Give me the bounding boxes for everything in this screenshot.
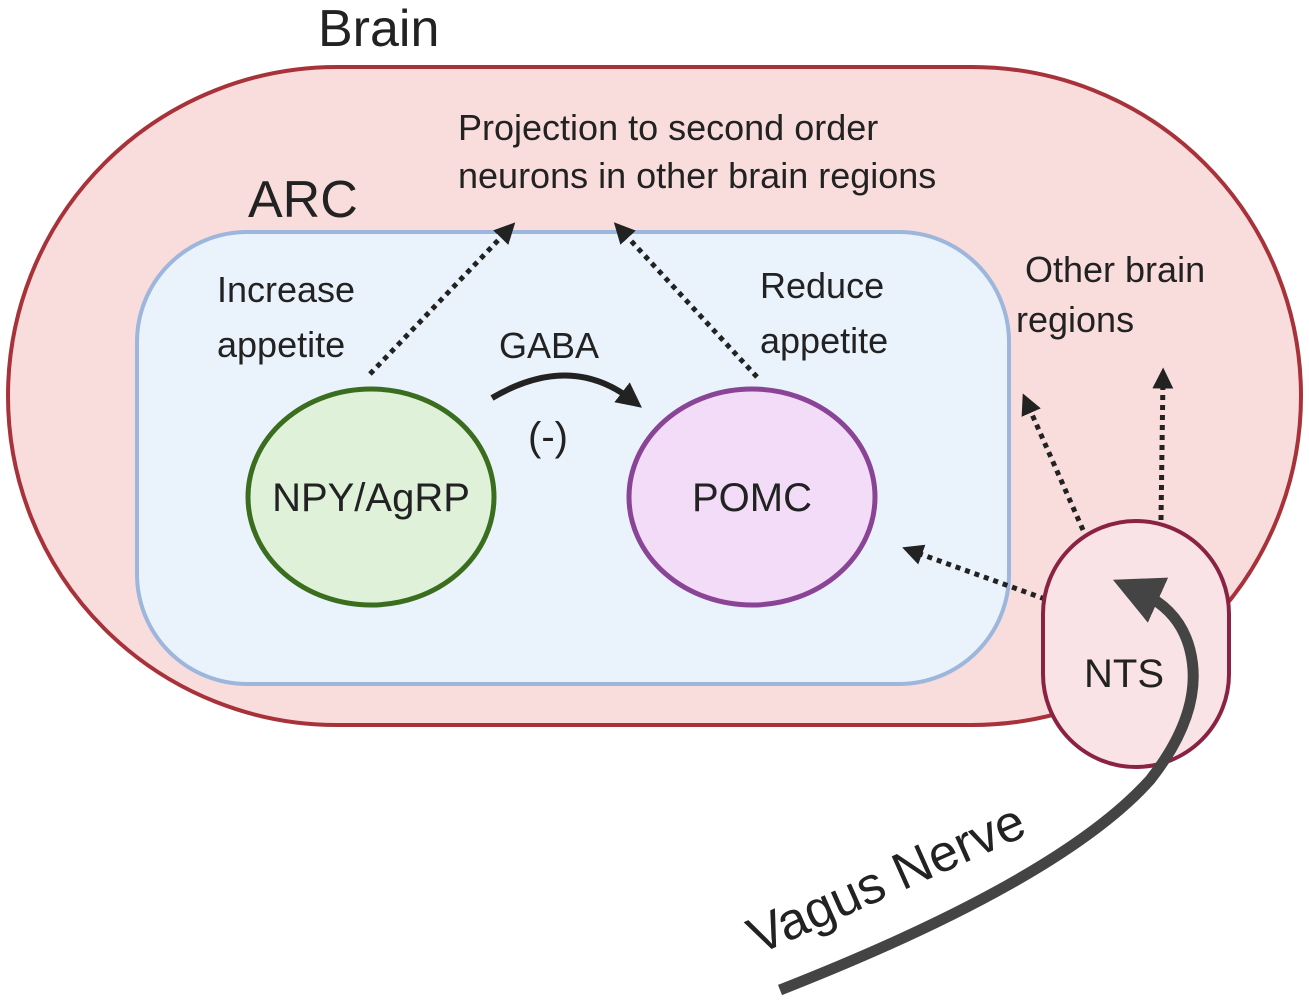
vagus-nerve-arrow	[777, 577, 1199, 996]
other-brain-regions-line2: regions	[1016, 299, 1134, 340]
npy-agrp-neuron	[245, 386, 497, 608]
gaba-inhibition-arrow	[490, 372, 642, 408]
nts-label: NTS	[1084, 652, 1164, 696]
gaba-label: GABA	[499, 325, 599, 366]
reduce-appetite-line1: Reduce	[760, 265, 884, 306]
pomc-neuron	[626, 386, 878, 608]
pomc-label: POMC	[692, 476, 812, 520]
nts-to-pomc-arrow	[902, 544, 1046, 602]
nts-to-other-regions-arrow-up	[1152, 367, 1174, 521]
nts-region	[1041, 519, 1231, 769]
projection-label-line2: neurons in other brain regions	[458, 155, 936, 196]
brain-title: Brain	[318, 0, 439, 58]
npy-agrp-label: NPY/AgRP	[272, 476, 470, 520]
arc-label: ARC	[248, 171, 358, 229]
npy-projection-arrow	[368, 222, 516, 376]
pomc-projection-arrow	[613, 222, 759, 379]
increase-appetite-line1: Increase	[217, 269, 355, 310]
inhibition-sign: (-)	[528, 415, 568, 459]
projection-label-line1: Projection to second order	[458, 107, 878, 148]
other-brain-regions-line1: Other brain	[1025, 249, 1205, 290]
increase-appetite-line2: appetite	[217, 324, 345, 365]
nts-to-other-regions-arrow-left	[1021, 393, 1086, 532]
reduce-appetite-line2: appetite	[760, 320, 888, 361]
